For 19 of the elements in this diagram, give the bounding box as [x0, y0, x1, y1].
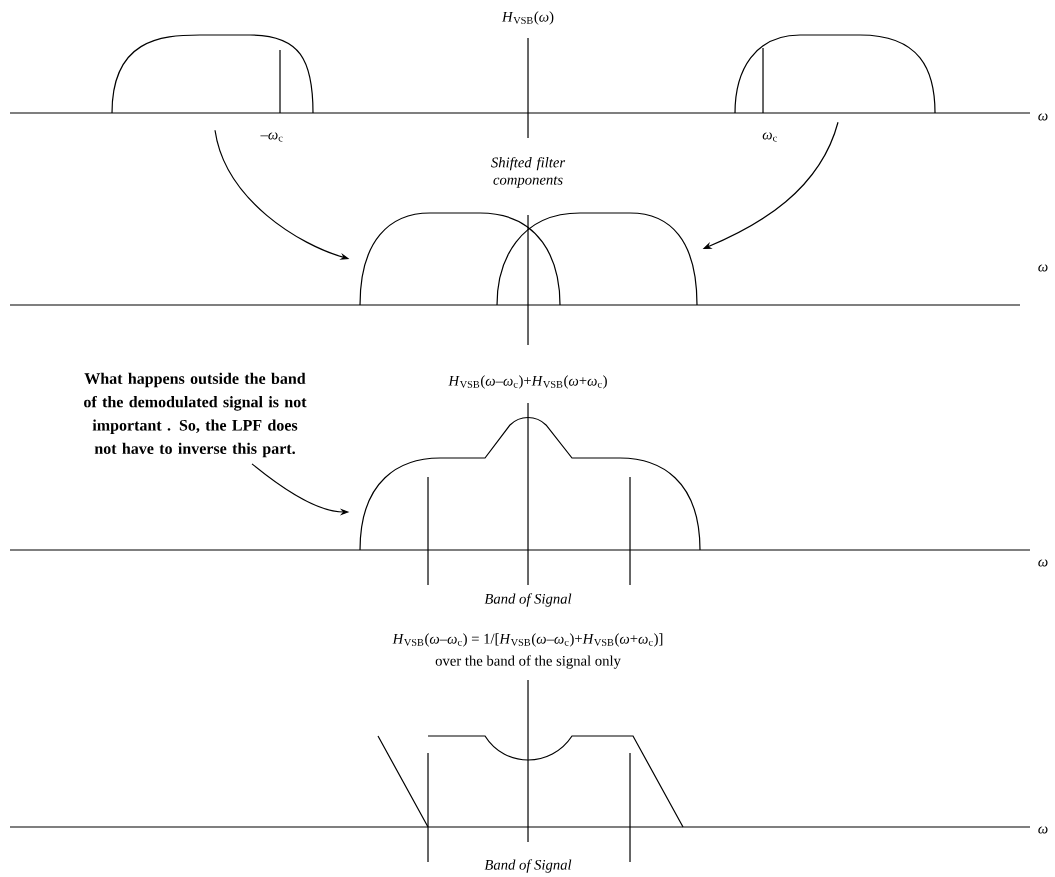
formula-text: H$_{VSB}$(ω–ω$_{c}$) = 1/[H$_{VSB}$(ω–ω$_{c}$)+H$_{VSB}$(ω+ω$_{c}$)]: [392, 633, 663, 647]
filter-curve: [734, 34, 936, 114]
annotation-text: What happens outside the band of the demodulated signal is not important . So, the LPF does not have to inverse this part.: [84, 372, 307, 458]
axis-label: ω: [1038, 826, 1048, 834]
filter-curve: [111, 34, 314, 114]
caption-text: over the band of the signal only: [435, 655, 621, 669]
filter-curve: [359, 212, 561, 306]
caption-text: Band of Signal: [484, 859, 572, 873]
filter-curve: [496, 212, 698, 306]
axis-label: H$_{VSB}$(ω): [501, 11, 554, 25]
axis-label: ω: [1038, 113, 1048, 121]
filter-curve: [359, 416, 701, 551]
axis-label: ω: [1038, 559, 1048, 567]
tick-label: ω$_{c}$: [762, 132, 777, 142]
formula-text: H$_{VSB}$(ω–ω$_{c}$)+H$_{VSB}$(ω+ω$_{c}$): [448, 375, 607, 389]
tick-label: –ω$_{c}$: [260, 132, 283, 142]
caption-text: Band of Signal: [484, 593, 572, 607]
axis-label: ω: [1038, 264, 1048, 272]
caption-text: Shifted filter components: [491, 156, 566, 188]
